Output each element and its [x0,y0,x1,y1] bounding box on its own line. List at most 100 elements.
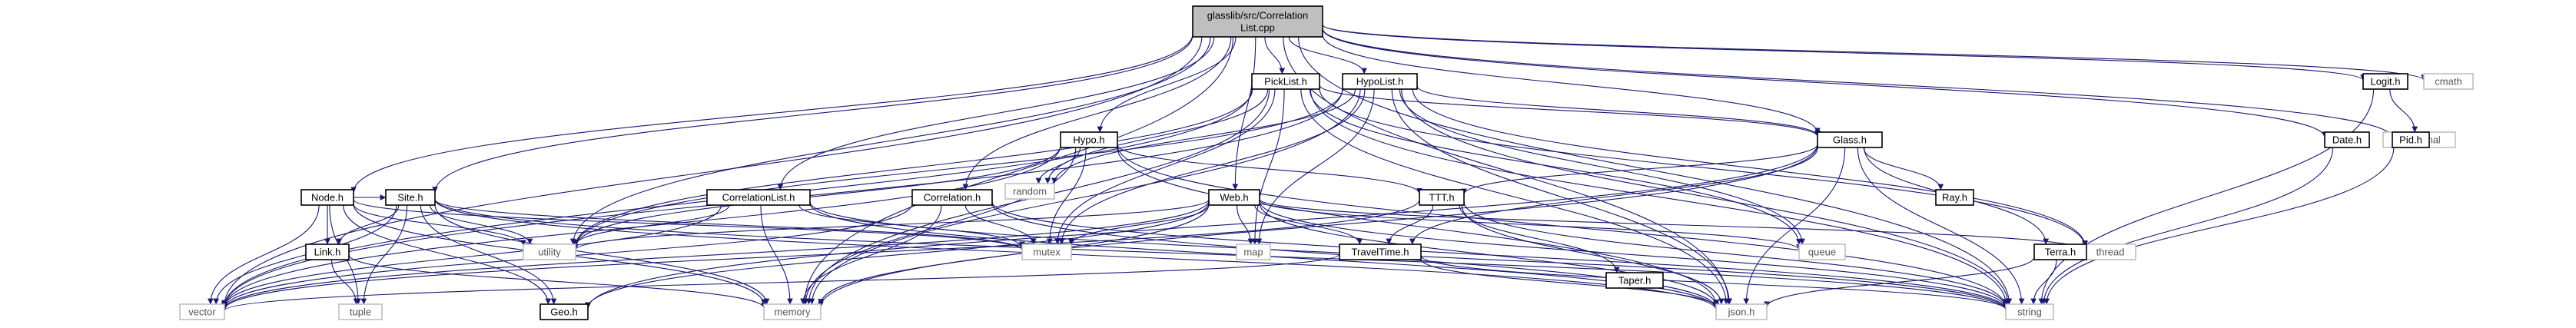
edge-correlation-to-mutex [964,204,1037,245]
edge-glass-to-ray [1863,147,1944,191]
edge-root-to-correlationlist [777,36,1215,191]
node-date-box [2324,131,2370,148]
edge-hypo-to-ttt [1117,144,1422,194]
node-ttt[interactable]: TTT.h [1419,189,1465,206]
edge-glass-to-string [1857,147,2025,305]
node-terra-label: Terra.h [2045,247,2076,258]
node-memory-label: memory [775,306,811,318]
node-correlationlist-box [706,189,811,206]
edge-traveltime-to-string [1420,255,2009,310]
node-taper[interactable]: Taper.h [1605,272,1664,289]
edge-web-to-memory [818,204,1210,305]
edge-glass-to-memory [818,144,1818,308]
edge-root-to-memory [802,36,1234,305]
node-pid[interactable]: Pid.h [2392,131,2430,148]
edge-picklist-to-mutex [1054,88,1276,245]
edge-glass-to-json [1743,147,1846,305]
edge-hypolist-to-glass [1416,85,1821,137]
node-traveltime-label: TravelTime.h [1352,247,1409,258]
edge-traveltime-to-json [1420,258,1719,308]
node-hypo-box [1060,131,1118,148]
node-mutex-box [1021,244,1072,260]
edge-hypo-to-utility [573,145,1061,247]
node-root-label: glasslib/src/Correlation [1207,10,1309,22]
node-correlation[interactable]: Correlation.h [911,189,993,206]
node-logit-box [2362,73,2408,90]
node-logit[interactable]: Logit.h [2362,73,2408,90]
node-ray-label: Ray.h [1942,192,1967,204]
node-logit-label: Logit.h [2370,76,2400,88]
edge-site-to-mutex [434,199,1025,250]
edge-root-to-picklist [1264,36,1286,75]
edge-picklist-to-random [1044,88,1269,184]
edge-hypolist-to-queue [1399,88,1805,245]
edge-node-to-mutex [353,199,1025,251]
node-web-box [1208,189,1260,206]
edge-root-to-date [1322,28,2328,138]
edge-web-to-string [1259,200,2009,309]
edge-node-to-geo [343,204,552,305]
node-pid-box [2392,131,2430,148]
node-pid-label: Pid.h [2399,134,2422,146]
node-memory: memory [763,303,822,320]
node-random-box [1004,183,1055,200]
edge-hypo-to-memory [802,147,1077,305]
node-glass[interactable]: Glass.h [1817,131,1883,148]
node-ray-box [1935,189,1974,206]
edge-ttt-to-vector [221,199,1420,310]
edge-hypolist-to-json [1391,88,1733,305]
node-web[interactable]: Web.h [1208,189,1260,206]
node-correlationlist[interactable]: CorrelationList.h [706,189,811,206]
node-vector: vector [179,303,225,320]
edge-picklist-to-json [1300,88,1730,305]
node-site[interactable]: Site.h [385,189,436,206]
node-ray[interactable]: Ray.h [1935,189,1974,206]
node-root-box [1192,5,1323,38]
edge-glass-to-ttt [1461,144,1818,195]
node-hypolist-label: HypoList.h [1356,76,1403,88]
node-queue-label: queue [1808,247,1836,258]
edge-date-to-string [2040,147,2334,305]
node-traveltime[interactable]: TravelTime.h [1339,244,1422,260]
edge-hypolist-to-utility [573,88,1343,247]
edge-root-to-hypolist [1288,36,1367,75]
node-tuple-box [338,303,383,320]
node-geo-label: Geo.h [550,306,577,318]
node-picklist[interactable]: PickList.h [1251,73,1320,90]
edge-picklist-to-utility [573,88,1253,247]
edge-site-to-string [434,199,2009,311]
node-root[interactable]: glasslib/src/CorrelationList.cpp [1192,5,1323,38]
node-hypolist[interactable]: HypoList.h [1342,73,1418,90]
node-link[interactable]: Link.h [305,244,350,260]
edge-picklist-to-string [1310,88,2009,305]
node-cmath: cmath [2423,73,2474,90]
edge-link-to-tuple [330,259,360,305]
node-link-label: Link.h [314,247,341,258]
edge-root-to-logit [1322,25,2366,81]
edge-web-to-thread [1259,198,2088,251]
node-ttt-label: TTT.h [1429,192,1454,204]
node-date[interactable]: Date.h [2324,131,2370,148]
edge-web-to-map [1236,204,1254,245]
node-node[interactable]: Node.h [300,189,354,206]
node-hypo[interactable]: Hypo.h [1060,131,1118,148]
edge-hypolist-to-string [1401,88,2011,305]
edge-hypolist-to-thread [1412,88,2088,247]
edge-web-to-mutex [1068,204,1210,246]
node-map: map [1236,244,1271,260]
edge-hypo-to-mutex [1046,147,1087,245]
node-queue-box [1798,244,1846,260]
edge-root-to-glass [1322,34,1821,134]
node-hypolist-box [1342,73,1418,90]
edge-ttt-to-json [1461,204,1725,305]
node-geo[interactable]: Geo.h [539,303,589,320]
edge-hypolist-to-mutex [1058,88,1366,245]
node-utility: utility [523,244,576,260]
edge-picklist-to-queue [1309,88,1802,245]
node-terra[interactable]: Terra.h [2033,244,2087,260]
edge-correlationlist-to-vector [221,204,722,308]
node-site-label: Site.h [397,192,423,204]
node-cmath-label: cmath [2435,76,2461,88]
edge-ttt-to-traveltime [1386,204,1434,245]
